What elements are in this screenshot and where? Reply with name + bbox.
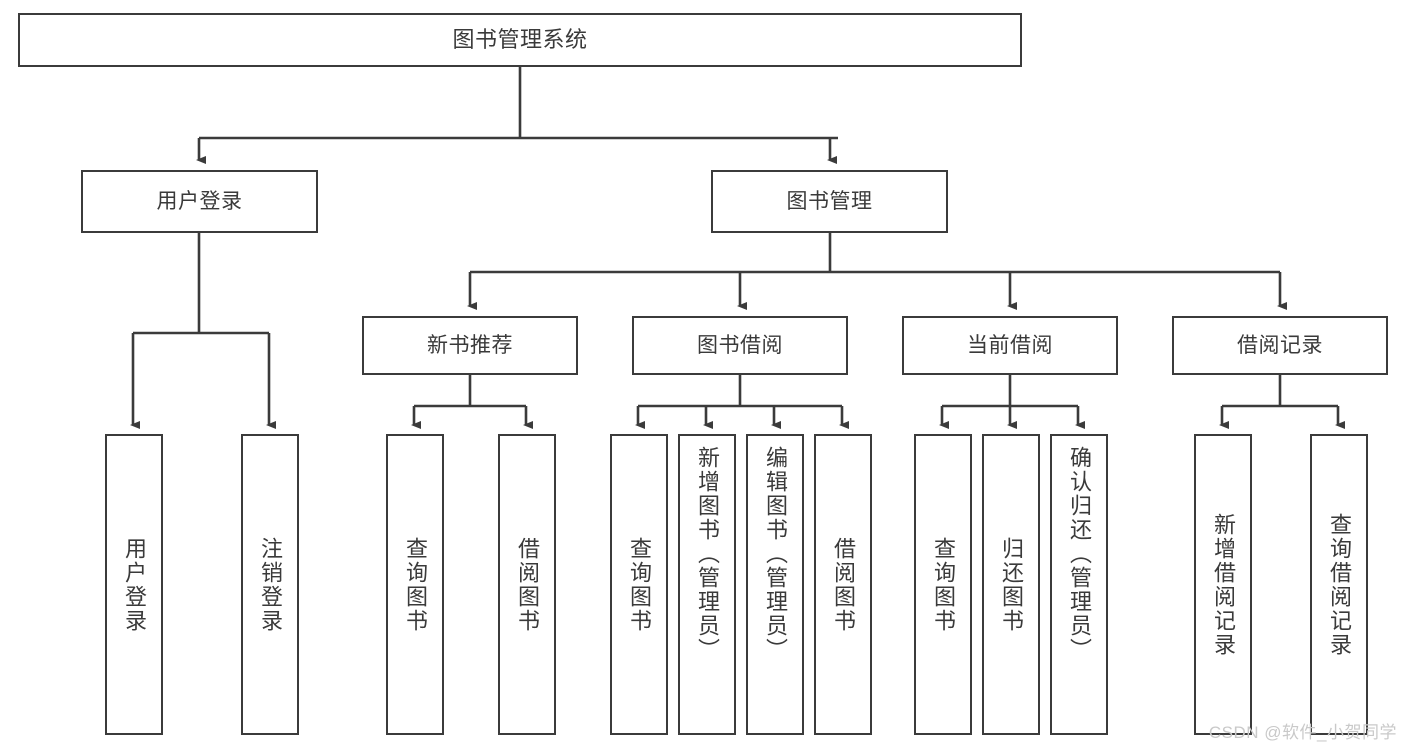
leaf-query-book-borrow[interactable]: 查询图书: [610, 434, 668, 735]
node-label: 归还图书: [999, 536, 1024, 633]
leaf-return-book[interactable]: 归还图书: [982, 434, 1040, 735]
node-label: 用户登录: [122, 536, 147, 633]
node-label: 当前借阅: [967, 333, 1053, 357]
node-label: 借阅图书: [831, 536, 856, 633]
node-label: 注销登录: [258, 536, 283, 633]
leaf-borrow-book[interactable]: 借阅图书: [814, 434, 872, 735]
node-label: 图书借阅: [697, 333, 783, 357]
node-label: 图书管理: [786, 189, 873, 213]
node-label: 查询图书: [627, 536, 652, 633]
node-book-borrow[interactable]: 图书借阅: [632, 316, 848, 375]
leaf-query-book-recommend[interactable]: 查询图书: [386, 434, 444, 735]
leaf-add-borrow-record[interactable]: 新增借阅记录: [1194, 434, 1252, 735]
node-borrow-record[interactable]: 借阅记录: [1172, 316, 1388, 375]
node-label: 用户登录: [156, 189, 243, 213]
leaf-add-book-admin[interactable]: 新增图书（管理员）: [678, 434, 736, 735]
node-label: 编辑图书（管理员）: [763, 446, 788, 662]
leaf-logout[interactable]: 注销登录: [241, 434, 299, 735]
leaf-query-borrow-record[interactable]: 查询借阅记录: [1310, 434, 1368, 735]
leaf-borrow-book-recommend[interactable]: 借阅图书: [498, 434, 556, 735]
node-label: 新增借阅记录: [1211, 512, 1236, 657]
node-label: 借阅图书: [515, 536, 540, 633]
csdn-watermark: CSDN @软件_小贺同学: [1208, 723, 1397, 742]
leaf-query-book-current[interactable]: 查询图书: [914, 434, 972, 735]
node-label: 查询图书: [931, 536, 956, 633]
node-label: 查询借阅记录: [1327, 512, 1352, 657]
node-root-system[interactable]: 图书管理系统: [18, 13, 1022, 67]
node-book-management[interactable]: 图书管理: [711, 170, 948, 233]
leaf-edit-book-admin[interactable]: 编辑图书（管理员）: [746, 434, 804, 735]
node-label: 借阅记录: [1237, 333, 1323, 357]
node-current-borrow[interactable]: 当前借阅: [902, 316, 1118, 375]
node-label: 确认归还（管理员）: [1067, 446, 1092, 662]
node-label: 新书推荐: [427, 333, 513, 357]
leaf-user-login[interactable]: 用户登录: [105, 434, 163, 735]
node-label: 查询图书: [403, 536, 428, 633]
leaf-confirm-return-admin[interactable]: 确认归还（管理员）: [1050, 434, 1108, 735]
node-label: 新增图书（管理员）: [695, 446, 720, 662]
node-user-login[interactable]: 用户登录: [81, 170, 318, 233]
node-label: 图书管理系统: [452, 26, 588, 52]
node-new-book-recommend[interactable]: 新书推荐: [362, 316, 578, 375]
